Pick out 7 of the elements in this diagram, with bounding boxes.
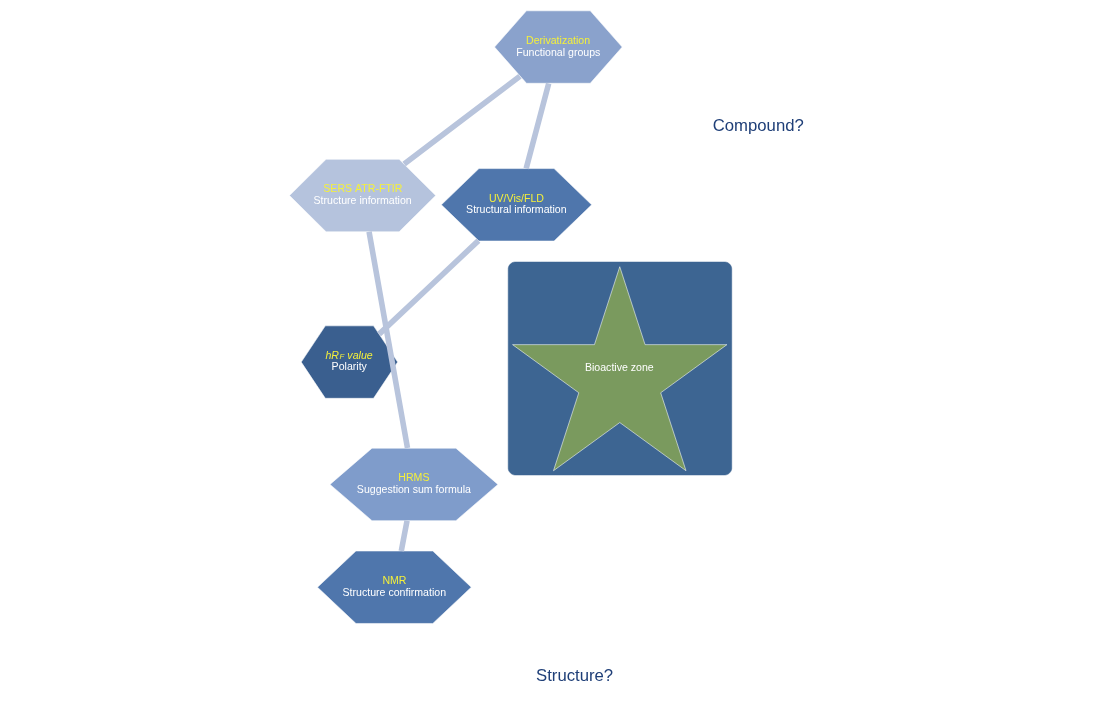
connector bbox=[402, 74, 522, 167]
connector bbox=[366, 231, 411, 449]
label: Compound? bbox=[712, 116, 804, 136]
label: Structure? bbox=[536, 665, 614, 685]
connector bbox=[523, 82, 552, 170]
connector bbox=[398, 520, 410, 552]
connector bbox=[377, 238, 481, 337]
